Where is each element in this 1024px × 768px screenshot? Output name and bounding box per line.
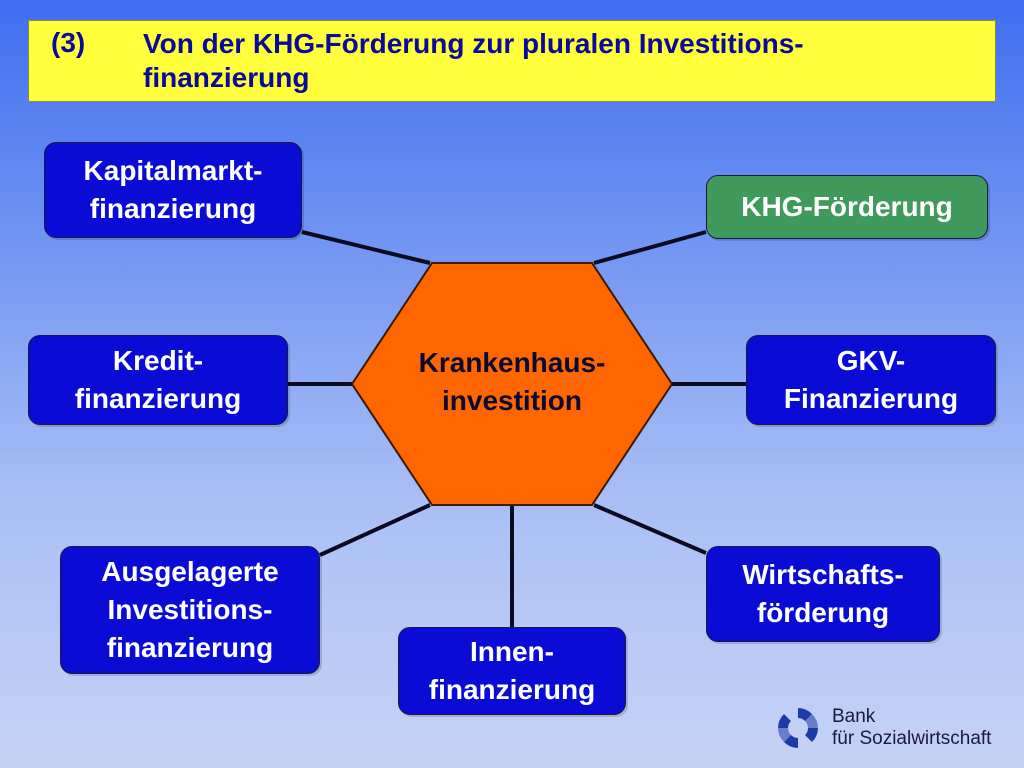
node-label: GKV- Finanzierung — [783, 345, 959, 414]
node-label: Kredit- finanzierung — [74, 345, 242, 414]
node-wirtschaftsfoerderung: Wirtschafts- förderung — [706, 546, 940, 642]
page-title: Von der KHG-Förderung zur pluralen Inves… — [143, 28, 804, 93]
connector-khg — [593, 230, 707, 265]
connector-wirtschaft — [593, 503, 707, 555]
node-gkv-finanzierung: GKV- Finanzierung — [746, 335, 996, 425]
node-label: Innen- finanzierung — [428, 636, 596, 705]
node-kreditfinanzierung: Kredit- finanzierung — [28, 335, 288, 425]
node-label: Wirtschafts- förderung — [742, 559, 904, 628]
bank-logo-text: Bank für Sozialwirtschaft — [832, 706, 992, 749]
center-hexagon — [350, 262, 674, 506]
center-label: Krankenhaus- investition — [418, 347, 606, 416]
node-label: KHG-Förderung — [741, 191, 953, 222]
connector-kapitalmarkt — [301, 230, 431, 265]
bank-logo-icon — [778, 708, 818, 748]
title-bar: (3) Von der KHG-Förderung zur pluralen I… — [28, 20, 996, 102]
title-number: (3) — [51, 27, 86, 58]
connector-ausgelagerte — [319, 503, 431, 557]
node-ausgelagerte-investitionsfinanzierung: Ausgelagerte Investitions- finanzierung — [60, 546, 320, 674]
node-label: Ausgelagerte Investitions- finanzierung — [101, 556, 279, 663]
node-label: Kapitalmarkt- finanzierung — [83, 155, 263, 224]
node-innenfinanzierung: Innen- finanzierung — [398, 627, 626, 715]
node-khg-foerderung: KHG-Förderung — [706, 175, 988, 239]
node-kapitalmarktfinanzierung: Kapitalmarkt- finanzierung — [44, 142, 302, 238]
